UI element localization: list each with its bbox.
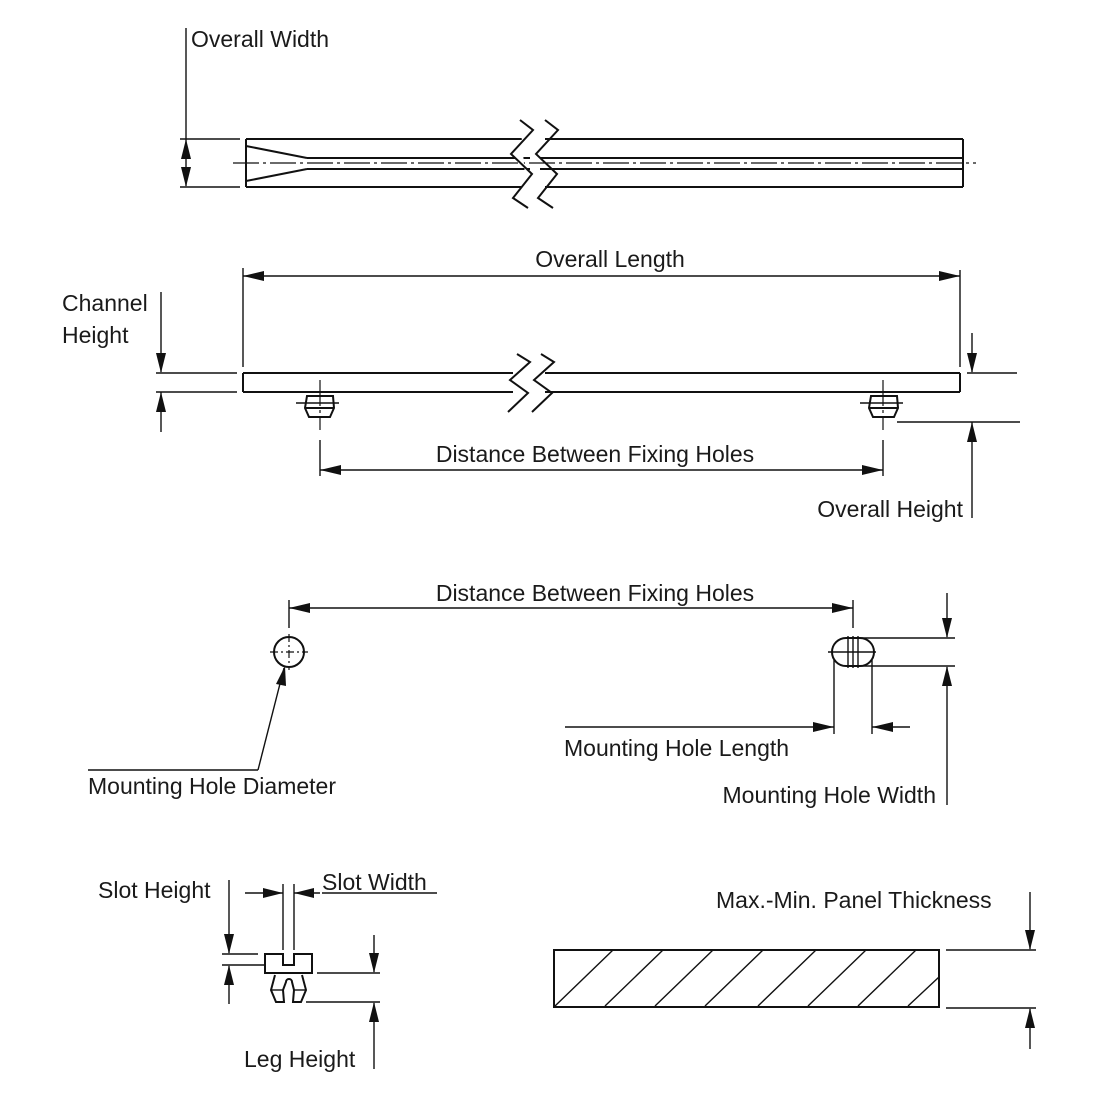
arrow-down-icon	[967, 353, 977, 373]
arrow-up-icon	[224, 965, 234, 985]
overall-length-label: Overall Length	[535, 246, 685, 272]
arrow-left-icon	[243, 271, 264, 281]
leg-height-label: Leg Height	[244, 1046, 356, 1072]
arrow-right-icon	[939, 271, 960, 281]
round-hole-icon	[270, 634, 308, 670]
clip-left	[296, 380, 339, 430]
arrow-up-icon	[156, 392, 166, 412]
channel-height-label-line2: Height	[62, 322, 129, 348]
arrow-up-icon	[181, 139, 191, 159]
diameter-leader	[257, 667, 285, 771]
arrow-right-icon	[813, 722, 834, 732]
slot-height-label: Slot Height	[98, 877, 211, 903]
arrow-down-icon	[224, 934, 234, 954]
arrow-up-icon	[369, 1002, 379, 1022]
panel-thickness-label: Max.-Min. Panel Thickness	[716, 887, 992, 913]
hatch-pattern	[554, 949, 940, 1007]
distance-between-fixing-holes-label-2: Distance Between Fixing Holes	[436, 580, 754, 606]
panel-section	[553, 949, 940, 1008]
mounting-hole-length-label: Mounting Hole Length	[564, 735, 789, 761]
panel-view: Max.-Min. Panel Thickness	[553, 887, 1036, 1049]
arrow-up-icon	[276, 666, 286, 686]
clip-detail-view: Slot Height Slot Width Leg Height	[98, 869, 437, 1072]
slot-width-label: Slot Width	[322, 869, 427, 895]
arrow-left-icon	[872, 722, 893, 732]
overall-height-label: Overall Height	[817, 496, 963, 522]
channel-side-body	[242, 372, 961, 393]
clip-body-icon	[264, 953, 313, 1003]
arrow-right-icon	[263, 888, 283, 898]
overall-width-label: Overall Width	[191, 26, 329, 52]
mounting-hole-diameter-label: Mounting Hole Diameter	[88, 773, 336, 799]
arrow-down-icon	[942, 618, 952, 638]
break-symbol-icon	[509, 119, 560, 209]
arrow-down-icon	[1025, 930, 1035, 950]
distance-between-fixing-holes-label: Distance Between Fixing Holes	[436, 441, 754, 467]
break-symbol-icon	[507, 353, 556, 413]
mounting-hole-width-label: Mounting Hole Width	[723, 782, 937, 808]
channel-height-label-line1: Channel	[62, 290, 148, 316]
holes-view: Distance Between Fixing Holes Mounting H…	[88, 580, 955, 808]
arrow-down-icon	[156, 353, 166, 373]
arrow-up-icon	[942, 666, 952, 686]
arrow-right-icon	[862, 465, 883, 475]
arrow-down-icon	[181, 167, 191, 187]
channel-top-body	[233, 138, 976, 188]
arrow-down-icon	[369, 953, 379, 973]
arrow-left-icon	[320, 465, 341, 475]
slot-hole-icon	[828, 636, 876, 668]
arrow-right-icon	[832, 603, 853, 613]
side-view: Overall Length Channel Height	[62, 246, 1020, 522]
top-view: Overall Width	[180, 26, 976, 209]
arrow-up-icon	[1025, 1008, 1035, 1028]
arrow-left-icon	[289, 603, 310, 613]
arrow-left-icon	[294, 888, 314, 898]
arrow-up-icon	[967, 422, 977, 442]
clip-right	[860, 380, 903, 430]
